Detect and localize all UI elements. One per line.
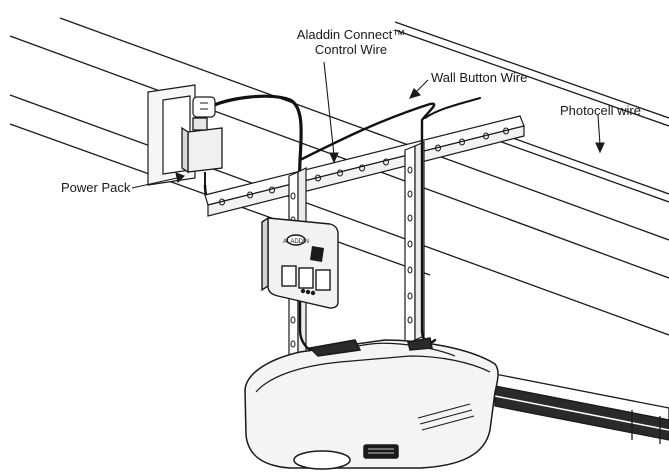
wall-button-wire-label: Wall Button Wire (431, 70, 528, 85)
ceiling-beams (9, 17, 669, 336)
opener-rail (494, 373, 669, 444)
aladdin-connect-label-line1: Aladdin Connect™ (296, 27, 406, 42)
aladdin-connect-label: Aladdin Connect™ Control Wire (296, 27, 406, 57)
power-wire (210, 94, 303, 232)
power-pack-label: Power Pack (61, 180, 131, 195)
power-plug (192, 96, 216, 118)
device-logo-text: ALADDIN (283, 239, 309, 245)
aladdin-connect-label-line2: Control Wire (314, 42, 388, 57)
aladdin-connect-device: ALADDIN (261, 216, 339, 309)
garage-door-opener (244, 337, 499, 470)
horizontal-bracket (204, 115, 525, 217)
photocell-wire-label: Photocell wire (560, 103, 641, 118)
power-pack (181, 117, 236, 209)
leader-lines (131, 61, 605, 189)
